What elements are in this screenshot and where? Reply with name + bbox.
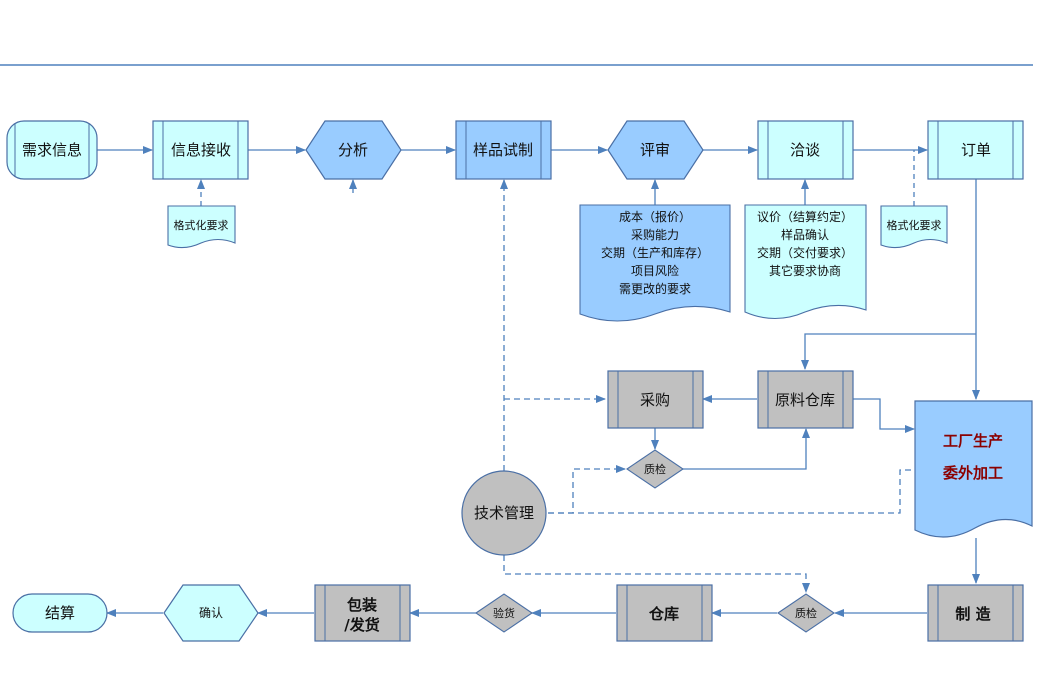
node-raw-warehouse-label: 原料仓库 [775, 391, 835, 409]
dash-tech-to-factory [548, 469, 914, 514]
negotiation-note-0: 议价（结算约定） [757, 209, 853, 224]
node-negotiation-notes[interactable]: 议价（结算约定） 样品确认 交期（交付要求） 其它要求协商 [744, 204, 867, 320]
node-demand-info-label: 需求信息 [22, 141, 82, 159]
node-warehouse-label: 仓库 [648, 605, 679, 623]
review-note-0: 成本（报价） [619, 209, 691, 224]
node-tech-mgmt[interactable]: 技术管理 [461, 470, 547, 556]
node-review-notes[interactable]: 成本（报价） 采购能力 交期（生产和库存） 项目风险 需更改的要求 [579, 204, 731, 322]
node-format-req-1[interactable]: 格式化要求 [167, 205, 236, 249]
node-review-label: 评审 [640, 141, 670, 159]
node-confirm[interactable]: 确认 [163, 584, 259, 642]
node-pack-line-1: /发货 [344, 616, 379, 634]
connectors [97, 146, 980, 617]
node-negotiation-label: 洽谈 [790, 141, 820, 159]
node-negotiation[interactable]: 洽谈 [757, 120, 854, 180]
node-factory-line-0: 工厂生产 [943, 432, 1003, 450]
node-order-label: 订单 [961, 141, 991, 159]
node-format-req-1-label: 格式化要求 [174, 218, 229, 232]
node-inspection[interactable]: 验货 [475, 593, 533, 633]
dash-tech-to-qc1 [548, 465, 626, 514]
negotiation-note-3: 其它要求协商 [769, 263, 841, 278]
node-confirm-label: 确认 [199, 606, 223, 620]
node-analysis[interactable]: 分析 [305, 120, 402, 180]
node-tech-mgmt-label: 技术管理 [474, 504, 534, 522]
review-note-3: 项目风险 [631, 263, 679, 278]
node-pack-line-0: 包装 [347, 596, 378, 614]
node-order[interactable]: 订单 [927, 120, 1024, 180]
node-settlement[interactable]: 结算 [12, 593, 108, 633]
node-factory-line-1: 委外加工 [943, 464, 1003, 482]
node-qc-2-label: 质检 [795, 606, 817, 620]
review-note-2: 交期（生产和库存） [601, 245, 709, 260]
node-info-receive[interactable]: 信息接收 [152, 120, 249, 180]
node-info-receive-label: 信息接收 [171, 141, 231, 159]
node-demand-info[interactable]: 需求信息 [6, 120, 98, 180]
node-settlement-label: 结算 [45, 604, 75, 622]
node-qc-2[interactable]: 质检 [777, 593, 835, 633]
node-review[interactable]: 评审 [607, 120, 704, 180]
node-analysis-label: 分析 [338, 141, 368, 159]
node-qc-1[interactable]: 质检 [626, 449, 684, 489]
review-note-4: 需更改的要求 [619, 281, 691, 296]
negotiation-note-2: 交期（交付要求） [757, 245, 853, 260]
node-raw-warehouse[interactable]: 原料仓库 [757, 370, 854, 429]
node-purchase-label: 采购 [640, 391, 670, 409]
node-qc-1-label: 质检 [644, 462, 666, 476]
arrow-qc-to-raw [683, 428, 810, 470]
node-factory[interactable]: 工厂生产 委外加工 [914, 400, 1033, 538]
review-note-1: 采购能力 [631, 227, 679, 242]
node-format-req-2-label: 格式化要求 [887, 218, 942, 232]
node-manufacture[interactable]: 制 造 [927, 584, 1024, 642]
node-sample-trial[interactable]: 样品试制 [455, 120, 552, 180]
node-manufacture-label: 制 造 [955, 605, 990, 623]
node-warehouse[interactable]: 仓库 [616, 584, 713, 642]
node-inspection-label: 验货 [493, 606, 515, 620]
negotiation-note-1: 样品确认 [781, 227, 829, 242]
dash-tech-to-qc2 [503, 555, 810, 593]
node-pack-ship[interactable]: 包装 /发货 [314, 584, 411, 642]
node-sample-trial-label: 样品试制 [473, 141, 533, 159]
arrow-order-to-raw-warehouse [801, 333, 976, 370]
node-purchase[interactable]: 采购 [607, 370, 704, 429]
arrow-raw-to-factory [853, 398, 915, 433]
node-format-req-2[interactable]: 格式化要求 [880, 205, 948, 249]
